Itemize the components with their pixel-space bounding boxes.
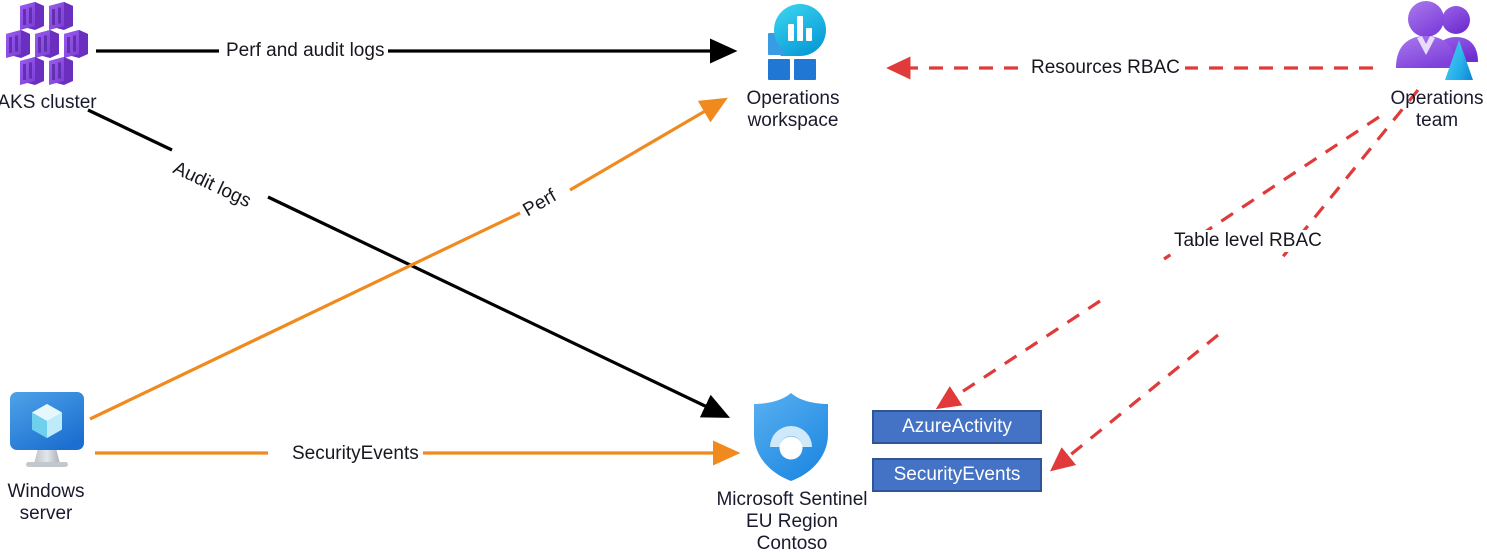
edge-label-security-events: SecurityEvents bbox=[288, 443, 423, 465]
node-label-operations-team: Operations team bbox=[1390, 88, 1484, 131]
log-analytics-workspace-icon bbox=[768, 4, 826, 80]
table-box-azure-activity-label: AzureActivity bbox=[902, 416, 1012, 437]
edge-perf bbox=[89, 97, 728, 421]
edge-audit-logs bbox=[87, 108, 731, 418]
edge-table-level-rbac-azureactivity bbox=[935, 115, 1380, 410]
node-microsoft-sentinel[interactable] bbox=[748, 391, 834, 483]
node-operations-team[interactable] bbox=[1390, 0, 1486, 84]
windows-server-icon bbox=[10, 392, 84, 467]
microsoft-sentinel-shield-icon bbox=[754, 393, 828, 481]
node-aks-cluster[interactable] bbox=[4, 2, 90, 86]
edge-label-table-level-rbac: Table level RBAC bbox=[1170, 230, 1326, 252]
table-box-security-events[interactable]: SecurityEvents bbox=[872, 458, 1042, 492]
node-label-operations-workspace: Operations workspace bbox=[746, 88, 840, 131]
aks-cluster-icon bbox=[6, 2, 88, 85]
table-box-security-events-label: SecurityEvents bbox=[893, 464, 1021, 485]
node-operations-workspace[interactable] bbox=[750, 2, 834, 82]
node-label-aks-cluster: AKS cluster bbox=[0, 92, 97, 113]
operations-team-icon bbox=[1396, 1, 1478, 80]
node-windows-server[interactable] bbox=[8, 390, 86, 474]
edge-table-level-rbac-securityevents bbox=[1050, 88, 1420, 472]
edge-label-resources-rbac: Resources RBAC bbox=[1027, 57, 1184, 79]
edge-label-perf-and-audit-logs: Perf and audit logs bbox=[222, 40, 389, 62]
node-label-microsoft-sentinel: Microsoft Sentinel EU Region Contoso bbox=[716, 489, 868, 554]
table-box-azure-activity[interactable]: AzureActivity bbox=[872, 410, 1042, 444]
node-label-windows-server: Windows server bbox=[7, 481, 85, 524]
